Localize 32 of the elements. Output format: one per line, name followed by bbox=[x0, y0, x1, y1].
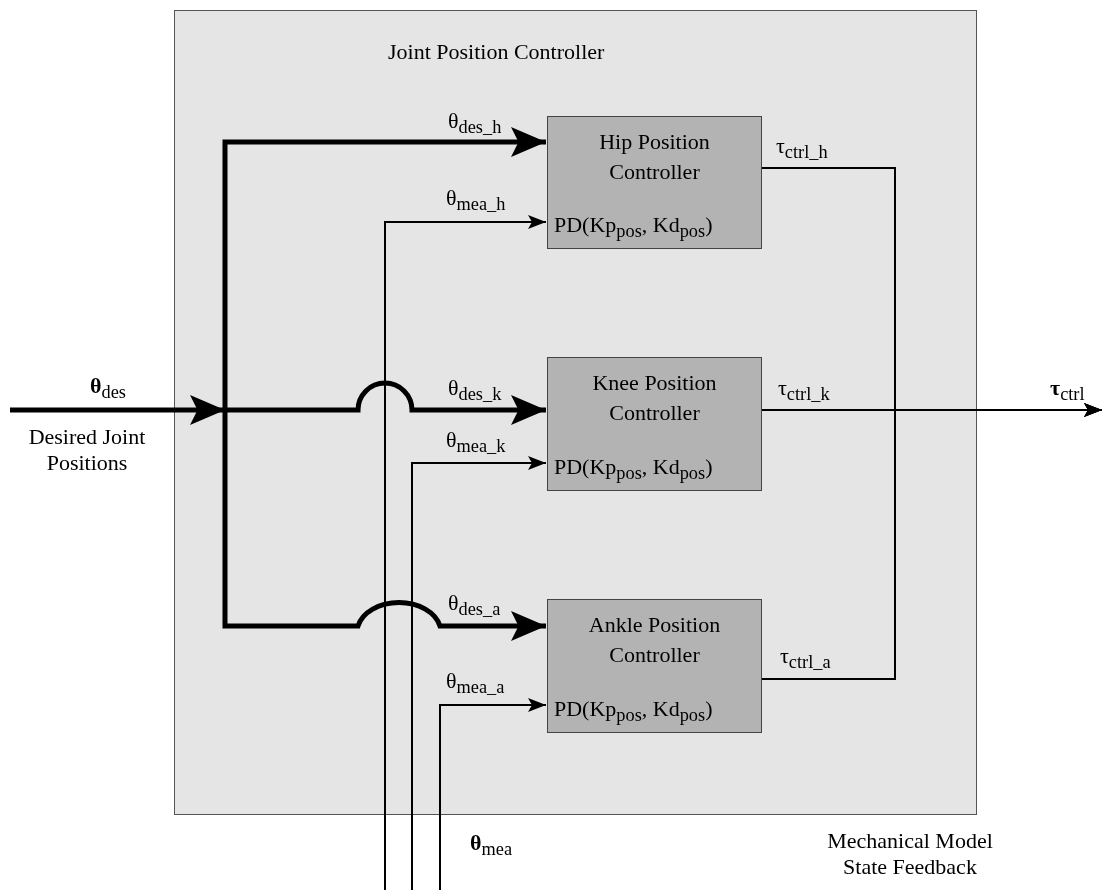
edge-label: τ$_{ctrl_a}$ bbox=[780, 643, 831, 675]
controller-block bbox=[547, 599, 762, 733]
block-title: Hip Position Controller bbox=[598, 128, 711, 186]
edge-label: θ$_{mea_h}$ bbox=[446, 185, 506, 217]
signal-arrow bbox=[10, 395, 225, 425]
edge-label: θ$_{des_k}$ bbox=[448, 375, 502, 407]
controller-formula: PD(Kp$_{pos}$, Kd$_{pos}$) bbox=[554, 695, 713, 727]
edge-label: θ$_{des_a}$ bbox=[448, 590, 501, 622]
signal-arrow bbox=[411, 456, 547, 890]
controller-group-box bbox=[174, 10, 977, 815]
signal-arrow bbox=[222, 127, 546, 410]
signal-arrow bbox=[222, 410, 546, 641]
group-title: Joint Position Controller bbox=[387, 39, 606, 65]
edge-label: θ$_{mea_k}$ bbox=[446, 427, 506, 459]
controller-block bbox=[547, 357, 762, 491]
edge-label: θ$_{des_h}$ bbox=[448, 108, 502, 140]
edge-label: τ$_{ctrl_k}$ bbox=[778, 375, 830, 407]
signal-label: τ$_{ctrl}$ bbox=[1050, 375, 1085, 407]
signal-arrow bbox=[760, 403, 1102, 680]
input-caption: Desired Joint Positions bbox=[27, 424, 147, 476]
controller-formula: PD(Kp$_{pos}$, Kd$_{pos}$) bbox=[554, 453, 713, 485]
signal-label: θ$_{mea}$ bbox=[470, 830, 512, 862]
signal-arrow bbox=[439, 698, 547, 890]
signal-arrow bbox=[384, 215, 547, 890]
signal-label: θ$_{des}$ bbox=[90, 373, 126, 405]
controller-block bbox=[547, 116, 762, 249]
feedback-caption: Mechanical Model State Feedback bbox=[826, 828, 994, 880]
controller-formula: PD(Kp$_{pos}$, Kd$_{pos}$) bbox=[554, 211, 713, 243]
block-title: Knee Position Controller bbox=[591, 369, 718, 427]
edge-label: θ$_{mea_a}$ bbox=[446, 668, 505, 700]
block-title: Ankle Position Controller bbox=[587, 611, 722, 669]
edge-label: τ$_{ctrl_h}$ bbox=[776, 133, 828, 165]
